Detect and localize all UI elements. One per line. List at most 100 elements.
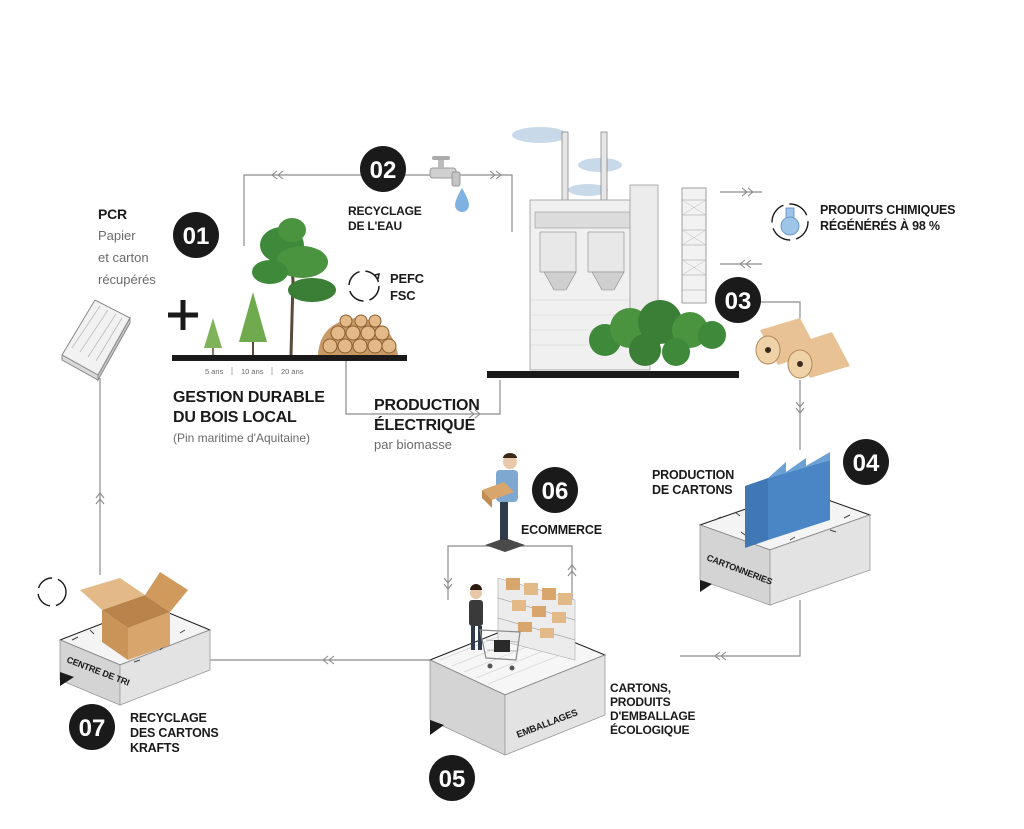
water-label-2: DE L'EAU — [348, 219, 402, 233]
pcr-line: Papier — [98, 228, 136, 243]
age-label: 20 ans — [281, 367, 304, 376]
chevron-up-icon — [95, 492, 105, 505]
sorting-center-section: CENTRE DE TRI RECYCLAGE DES CARTONS KRAF… — [37, 572, 219, 755]
factory-icon — [745, 452, 830, 548]
chemicals-label-1: PRODUITS CHIMIQUES — [820, 203, 955, 217]
chimney — [600, 131, 608, 203]
log-pile-icon — [318, 314, 398, 355]
forest-subtitle: (Pin maritime d'Aquitaine) — [173, 431, 310, 445]
mill-window — [539, 231, 577, 273]
tree-cluster-icon — [589, 300, 726, 366]
energy-subtitle: par biomasse — [374, 437, 452, 452]
mill-band — [534, 211, 646, 229]
smoke-cloud-icon — [512, 127, 622, 196]
plus-icon — [168, 300, 198, 330]
platform-front — [769, 514, 871, 606]
store-shelf-icon — [497, 577, 576, 661]
water-label-1: RECYCLAGE — [348, 204, 422, 218]
packaging-label-1: CARTONS, — [610, 681, 671, 695]
chimney — [561, 131, 569, 203]
platform-marker — [60, 672, 74, 686]
step-number: 07 — [79, 715, 106, 742]
chemicals-section: PRODUITS CHIMIQUES RÉGÉNÉRÉS À 98 % — [771, 203, 956, 241]
chemicals-label-2: RÉGÉNÉRÉS À 98 % — [820, 218, 940, 233]
step-number: 04 — [853, 450, 880, 477]
pcr-line: récupérés — [98, 272, 156, 287]
step-badge-07: 07 — [69, 704, 115, 750]
sorting-label-1: RECYCLAGE — [130, 711, 207, 725]
age-label: 10 ans — [241, 367, 264, 376]
step-badge-06: 06 — [532, 467, 578, 513]
ecommerce-label: ECOMMERCE — [521, 523, 602, 537]
flow-forest-to-water — [243, 174, 362, 246]
packaging-label-4: ÉCOLOGIQUE — [610, 722, 690, 737]
age-label: 5 ans — [205, 367, 224, 376]
recycle-cycle-icon — [771, 203, 809, 241]
emballages-section: EMBALLAGES — [428, 577, 696, 756]
boxes-label-2: DE CARTONS — [652, 483, 732, 497]
mill-grid — [530, 299, 650, 346]
step-badge-02: 02 — [360, 146, 406, 192]
step-number: 06 — [542, 478, 569, 505]
sorting-label-3: KRAFTS — [130, 741, 180, 755]
distillation-tower — [681, 187, 707, 304]
step-badges: 01 02 03 04 05 06 07 — [69, 146, 889, 801]
energy-section: PRODUCTION ÉLECTRIQUE par biomasse — [374, 397, 480, 452]
step-badge-01: 01 — [173, 212, 219, 258]
mill-hopper — [543, 271, 625, 291]
ground-line — [172, 355, 407, 361]
water-section: RECYCLAGE DE L'EAU — [348, 156, 469, 233]
step-number: 02 — [370, 157, 397, 184]
chevron-left-icon — [271, 170, 284, 180]
energy-title-2: ÉLECTRIQUE — [374, 415, 476, 434]
sorting-label-2: DES CARTONS — [130, 726, 219, 740]
cert-pefc: PEFC — [390, 271, 425, 286]
packaging-label-3: D'EMBALLAGE — [610, 709, 696, 723]
chevron-left-icon — [714, 651, 727, 661]
chevron-right-icon — [489, 170, 502, 180]
packaging-label-2: PRODUITS — [610, 695, 671, 709]
step-badge-03: 03 — [715, 277, 761, 323]
faucet-icon — [429, 156, 461, 187]
platform-marker — [430, 720, 444, 735]
pcr-title: PCR — [98, 206, 127, 222]
energy-title-1: PRODUCTION — [374, 397, 480, 414]
step-number: 03 — [725, 288, 752, 315]
chevron-left-icon — [322, 655, 335, 665]
paper-stack-icon — [61, 299, 131, 382]
chevron-up-icon — [567, 564, 577, 577]
mill-ground-line — [487, 371, 739, 378]
pcr-line: et carton — [98, 250, 149, 265]
platform-marker — [700, 580, 712, 592]
forest-title-2: DU BOIS LOCAL — [173, 409, 297, 426]
flow-forest-to-energy — [345, 360, 501, 415]
chevron-left-icon — [739, 259, 752, 269]
delivery-person-icon — [482, 453, 525, 552]
chevron-right-icon — [468, 409, 481, 419]
step-number: 01 — [183, 223, 210, 250]
water-drop-icon — [455, 188, 469, 212]
step-badge-05: 05 — [429, 755, 475, 801]
cert-fsc: FSC — [390, 288, 416, 303]
forest-title-1: GESTION DURABLE — [173, 389, 325, 406]
forest-section: PEFC FSC 5 ans 10 ans 20 ans GESTION DUR… — [168, 218, 425, 445]
recycle-cycle-icon — [348, 270, 380, 302]
paper-mill-section — [487, 127, 739, 378]
flask-icon — [780, 207, 800, 236]
open-box-icon — [80, 572, 188, 660]
mill-window — [587, 231, 625, 273]
boxes-label-1: PRODUCTION — [652, 468, 734, 482]
shopper-icon — [469, 584, 483, 650]
chevron-down-icon — [443, 577, 453, 590]
platform-front — [504, 654, 606, 756]
paper-rolls-icon — [755, 318, 850, 379]
pcr-section: PCR Papier et carton récupérés — [61, 206, 156, 382]
flow-boxes-to-pack — [680, 600, 801, 657]
sapling-icon — [204, 318, 222, 355]
young-pine-icon — [239, 292, 267, 355]
step-badge-04: 04 — [843, 439, 889, 485]
step-number: 05 — [439, 766, 466, 793]
ecommerce-section: ECOMMERCE — [482, 453, 602, 552]
cartonneries-section: CARTONNERIES PRODUCTION DE CARTONS — [652, 452, 872, 606]
